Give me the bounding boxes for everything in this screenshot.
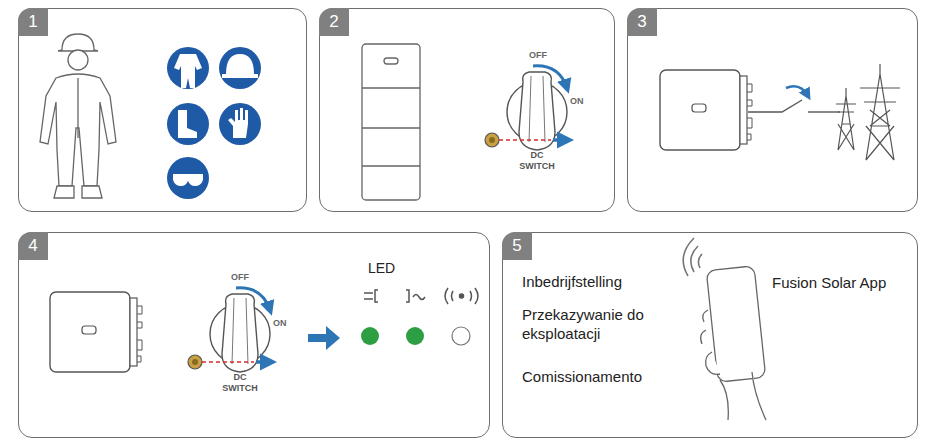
battery-stack xyxy=(362,44,420,200)
power-towers xyxy=(836,64,900,160)
step-text: Przekazywanie do eksploatacji xyxy=(522,306,672,344)
ppe-icons xyxy=(167,47,261,199)
switch-label: DC SWITCH xyxy=(512,150,562,173)
step-panel: 3 xyxy=(627,8,918,212)
step-number: 5 xyxy=(502,232,532,260)
switch-label: ON xyxy=(570,96,588,107)
step-text: Comissionamento xyxy=(522,368,682,387)
inverter xyxy=(660,70,752,150)
led-symbols xyxy=(364,288,478,304)
dc-switch xyxy=(485,66,567,150)
led-lights xyxy=(361,327,470,345)
inverter xyxy=(50,292,142,372)
switch-label: ON xyxy=(273,318,291,329)
step-text: Inbedrijfstelling xyxy=(522,273,682,292)
led-label: LED xyxy=(368,260,408,278)
switch-label: DC SWITCH xyxy=(215,372,265,395)
step-number: 2 xyxy=(319,8,349,36)
flow-arrow xyxy=(308,326,340,350)
switch-label: OFF xyxy=(525,50,551,61)
worker-figure xyxy=(40,34,116,198)
step-number: 3 xyxy=(627,8,657,36)
switch-label: OFF xyxy=(227,272,253,283)
step-number: 4 xyxy=(18,232,48,260)
step-panel: 4 xyxy=(18,232,490,438)
step-panel: 2 xyxy=(319,8,615,212)
phone-in-hand xyxy=(701,266,766,420)
step-panel: 1 xyxy=(18,8,307,212)
step-text: Fusion Solar App xyxy=(772,274,916,293)
wifi-signal xyxy=(683,238,702,276)
dc-switch xyxy=(188,288,270,372)
step-number: 1 xyxy=(18,8,48,36)
grid-connection xyxy=(748,86,840,112)
